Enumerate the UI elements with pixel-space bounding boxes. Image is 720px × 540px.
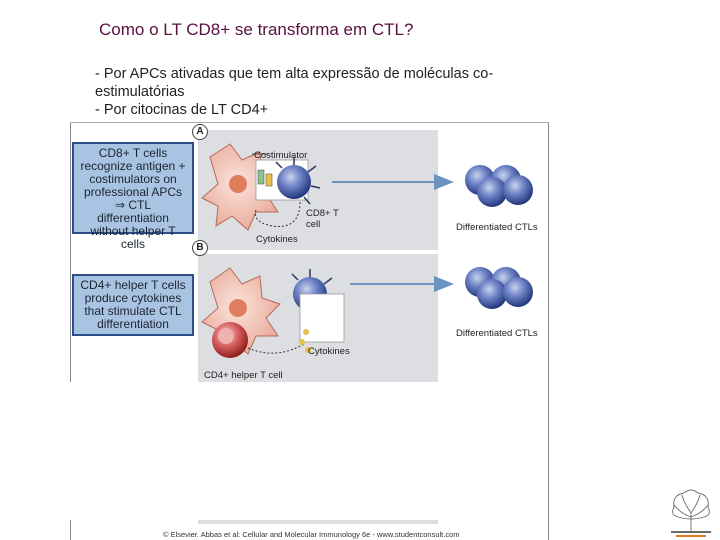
panel-b-cytokine-path: [248, 344, 304, 353]
bullet-list: - Por APCs ativadas que tem alta express…: [95, 65, 555, 119]
panel-a-signal-molecule: [258, 170, 264, 184]
label-cytokines-a: Cytokines: [256, 234, 298, 245]
panel-a-ctl-cluster: [465, 165, 533, 207]
slide-title: Como o LT CD8+ se transforma em CTL?: [99, 20, 413, 40]
label-cd8-tcell: CD8+ T cell: [306, 208, 346, 230]
bullet-item: - Por citocinas de LT CD4+: [95, 101, 555, 119]
figure-bottom-strip: [198, 520, 438, 524]
figure-copyright: © Elsevier. Abbas et al: Cellular and Mo…: [163, 530, 460, 539]
panel-a-signal-molecule: [266, 174, 272, 186]
panel-b-ctl-cluster: [465, 267, 533, 309]
panel-b-helper-tcell: [212, 322, 248, 358]
label-helper-tcell: CD4+ helper T cell: [204, 370, 283, 381]
label-cytokines-b: Cytokines: [308, 346, 350, 357]
label-differentiated-ctls-a: Differentiated CTLs: [456, 222, 538, 233]
label-costimulator: Costimulator: [254, 150, 307, 161]
bullet-item: - Por APCs ativadas que tem alta express…: [95, 65, 555, 101]
immunology-figure: CD8+ T cells recognize antigen + costimu…: [70, 122, 550, 540]
elsevier-logo: [666, 487, 716, 539]
label-differentiated-ctls-b: Differentiated CTLs: [456, 328, 538, 339]
